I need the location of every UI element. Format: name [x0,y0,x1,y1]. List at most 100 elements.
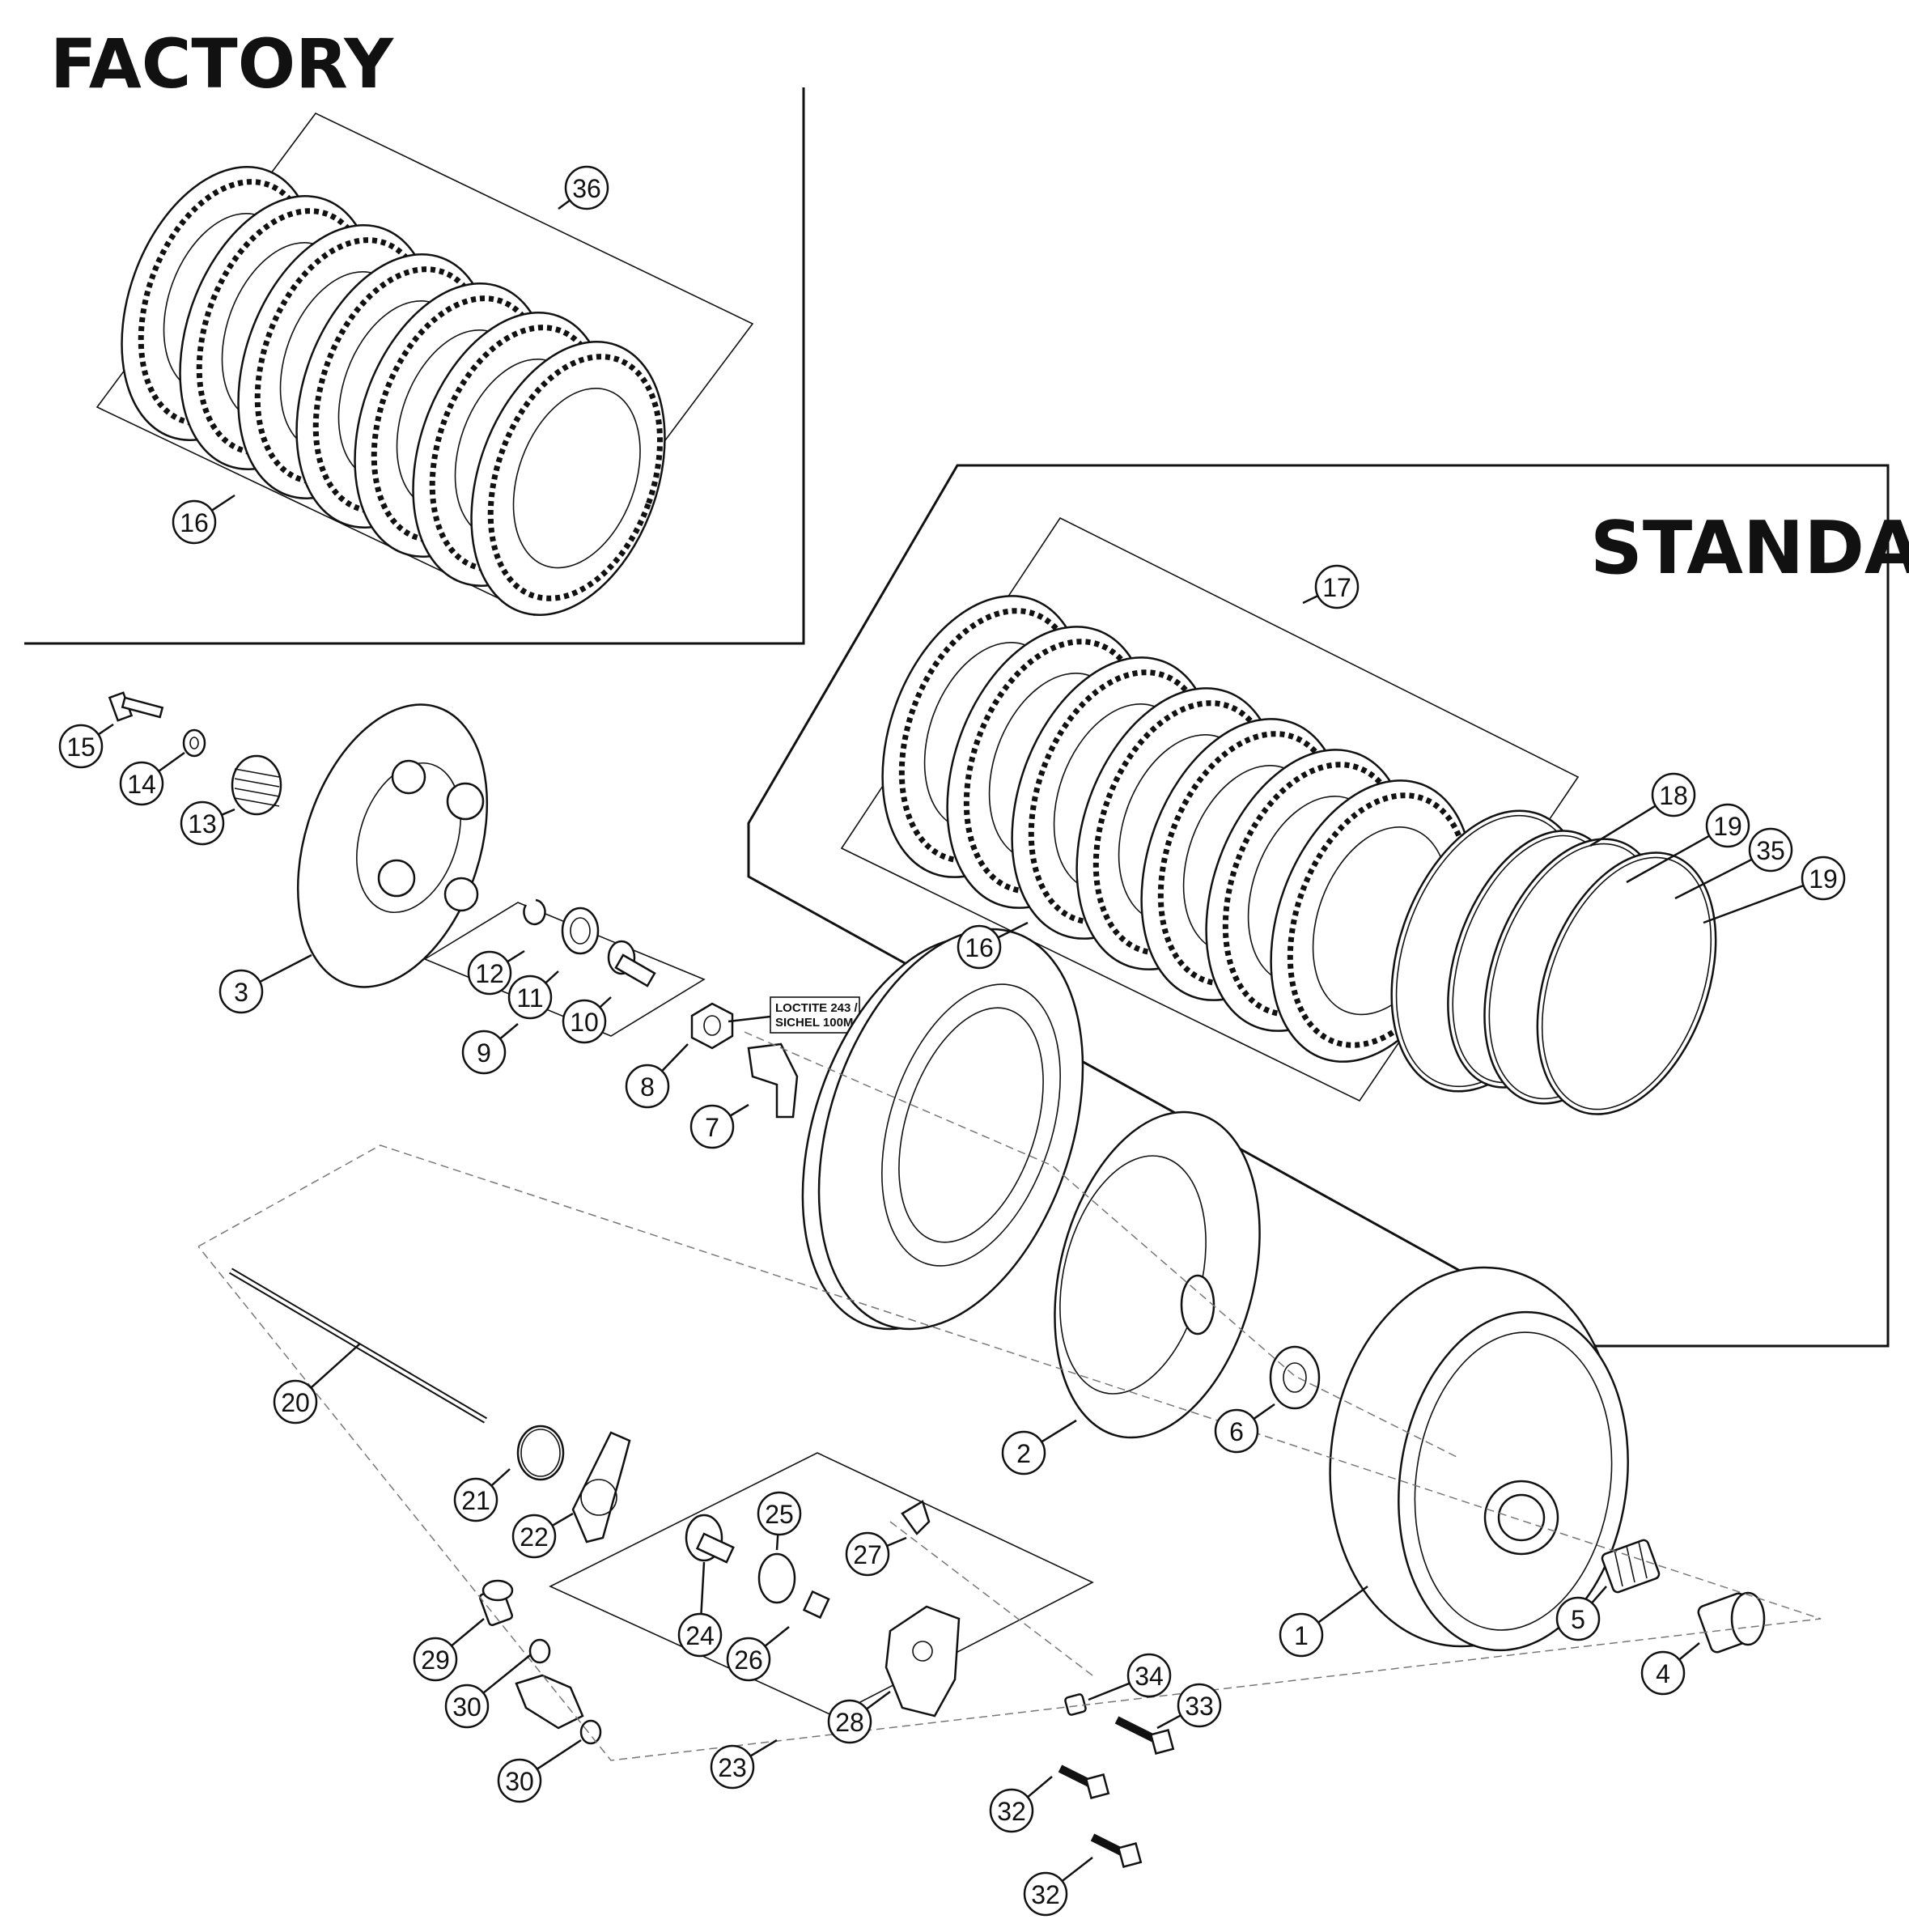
callout-circle [1651,772,1696,817]
callout-circle [467,950,512,996]
factory-title: FACTORY [50,24,394,104]
note-line1: LOCTITE 243 / [775,1001,859,1015]
callout-number: 5 [1571,1605,1585,1634]
inner-clutch-hub [1054,1110,1261,1439]
callout-circle [989,1788,1034,1833]
callout-number: 20 [281,1388,310,1417]
callout-spring-ring: 19 [1703,856,1846,924]
callout-bushing: 4 [1640,1642,1700,1696]
slave-cylinder-kit-box [549,1452,1094,1718]
callout-screw: 32 [1023,1857,1093,1917]
callout-steel-disc-set: 16 [957,921,1029,970]
callout-friction-disc-set: 17 [1302,564,1360,609]
callout-bleeder-valve: 27 [845,1531,907,1577]
assembly-axis-lines [197,1031,1822,1761]
screw-33 [1114,1716,1175,1755]
callout-leader [729,1103,749,1117]
callout-number: 33 [1185,1692,1214,1721]
callout-number: 25 [765,1500,794,1529]
callout-leader [661,1043,689,1072]
callout-clutch-spring: 13 [180,800,235,846]
callout-leader [310,1343,361,1389]
callout-circle [1801,856,1846,901]
callout-leader [749,1739,778,1757]
callout-number: 16 [180,508,209,537]
callout-leader [1061,1857,1093,1883]
bolt [108,691,164,722]
callout-number: 7 [705,1113,719,1142]
callout-circle [957,924,1002,970]
callout-number: 24 [685,1621,715,1650]
callout-circle [1214,1408,1259,1454]
callout-number: 30 [452,1692,481,1722]
bushing [1697,1591,1766,1654]
callout-number: 22 [520,1522,549,1552]
o-ring [516,1425,565,1481]
factory-disc-stack [95,112,754,617]
dowel [1064,1693,1087,1716]
callout-circle [677,1612,723,1658]
callout-dowel: 34 [1088,1653,1172,1701]
callout-damper-disc: 18 [1589,772,1696,847]
screw-32-lower [1090,1833,1143,1868]
callout-number: 3 [234,978,248,1007]
callout-circle [461,1030,507,1075]
callout-pressure-plate: 3 [218,953,312,1014]
callout-leader [211,494,235,512]
callout-leader [1626,834,1710,884]
outer-clutch-basket [1329,1266,1629,1652]
callout-leader [558,199,571,210]
callout-leader [499,1023,519,1040]
callout-number: 6 [1229,1417,1244,1446]
pressure-cap-kit-box [423,898,706,1037]
callout-number: 29 [421,1645,450,1675]
callout-leader [259,953,312,983]
callout-circle [1705,803,1750,848]
callout-circle [497,1758,542,1803]
callout-slave-cylinder-kit: 23 [710,1739,778,1790]
lock-washer [747,1042,799,1119]
callout-number: 13 [188,809,217,839]
callout-leader [1589,805,1657,847]
callout-leader [1302,595,1319,605]
callout-leader [1703,884,1805,924]
callout-leader [599,996,612,1008]
callout-circle [1001,1430,1046,1476]
callout-number: 12 [475,959,504,988]
screw-32-upper [1058,1764,1110,1799]
callout-leader [551,1512,574,1526]
callout-leader [1674,858,1753,900]
callout-circle [1279,1612,1324,1658]
callout-slave-cylinder: 28 [827,1690,891,1744]
callout-leader [886,1536,907,1548]
callout-bearing: 11 [507,970,559,1020]
assembled-disc-pack [801,928,1084,1331]
callout-o-ring: 21 [453,1468,511,1522]
callout-leader [1027,1776,1053,1798]
callout-number: 19 [1713,812,1742,841]
seal-ring-upper [528,1638,551,1664]
callout-pressure-piece: 10 [562,996,612,1044]
callout-banjo-bolt: 29 [413,1618,485,1682]
banjo-fitting [515,1674,584,1730]
callout-number: 1 [1294,1621,1309,1650]
callout-number: 17 [1322,573,1351,602]
callout-thrust-washer: 6 [1214,1403,1275,1454]
callout-leader [1041,1419,1077,1443]
standard-title: STANDARD [1590,506,1909,591]
callout-bolt: 15 [58,723,114,769]
callout-circlip: 12 [467,949,525,996]
callout-number: 8 [640,1072,655,1102]
callout-lock-washer: 7 [689,1103,749,1149]
callout-number: 21 [461,1486,490,1515]
callout-circle [1314,564,1360,609]
callout-inner-clutch-hub: 2 [1001,1419,1077,1476]
gasket [571,1431,631,1543]
callout-circle [757,1491,802,1536]
callout-number: 27 [853,1540,882,1569]
callout-needle-bearing: 5 [1555,1586,1607,1641]
callout-number: 18 [1659,781,1688,810]
callout-number: 9 [477,1038,491,1068]
callout-leader [545,970,559,984]
